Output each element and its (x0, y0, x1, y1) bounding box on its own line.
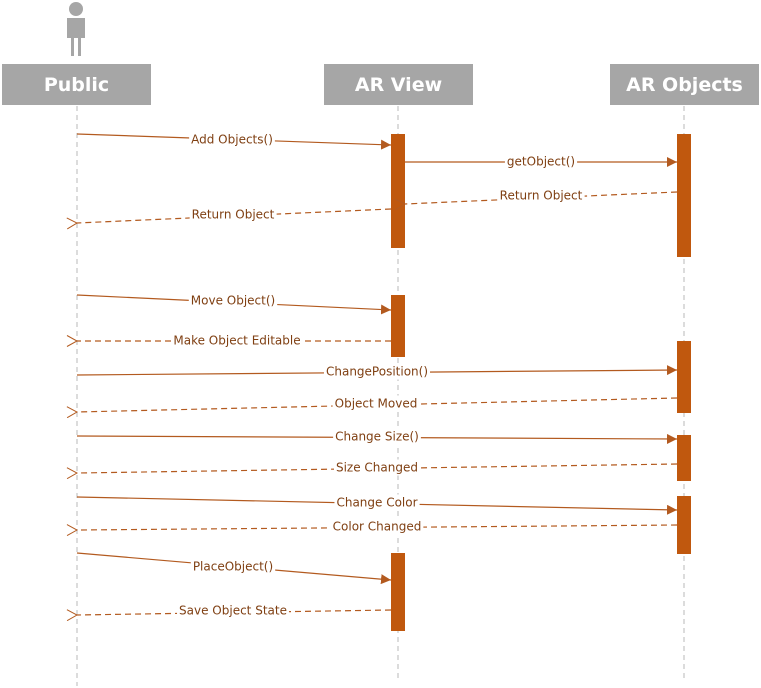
message-label: Make Object Editable (173, 334, 300, 348)
activation-ar-view (391, 295, 405, 357)
message-label: Return Object (192, 208, 275, 222)
participant-header-ar-objects: AR Objects (610, 64, 759, 105)
message-label: Save Object State (179, 604, 287, 618)
participant-label-public: Public (44, 74, 109, 96)
messages: Add Objects()getObject()Return ObjectRet… (77, 131, 678, 619)
activation-ar-objects (677, 134, 691, 257)
message-label: Add Objects() (191, 133, 273, 147)
message-label-background (177, 602, 289, 619)
message-label-background (497, 187, 585, 204)
message-label-background (333, 459, 421, 476)
message-label-background (171, 332, 303, 349)
participant-label-ar-objects: AR Objects (626, 74, 743, 96)
message-label: Size Changed (336, 461, 418, 475)
message-label: Change Size() (335, 430, 419, 444)
message-label: PlaceObject() (193, 560, 273, 574)
message-label-background (188, 292, 278, 309)
activation-ar-objects (677, 435, 691, 481)
message-label: Object Moved (335, 397, 418, 411)
message-label: Return Object (500, 189, 583, 203)
return-message-arrow (77, 208, 392, 223)
message-label: Move Object() (191, 294, 275, 308)
message-label-background (323, 363, 431, 380)
participant-label-ar-view: AR View (355, 74, 442, 96)
message-label: getObject() (507, 155, 575, 169)
message-label: Color Changed (333, 520, 422, 534)
activation-ar-objects (677, 341, 691, 413)
message-label-background (189, 206, 277, 223)
activation-ar-objects (677, 496, 691, 554)
message-label: ChangePosition() (326, 365, 428, 379)
participant-header-ar-view: AR View (324, 64, 473, 105)
activation-ar-view (391, 134, 405, 248)
message-label-background (330, 518, 424, 535)
return-message-arrow (77, 610, 392, 615)
message-label-background (334, 494, 420, 511)
message-label-background (333, 428, 421, 445)
participant-header-public: Public (2, 64, 151, 105)
person-icon (67, 2, 85, 56)
message-label-background (190, 558, 276, 575)
message-label-background (189, 131, 275, 148)
message-label-background (504, 153, 578, 170)
message-label-background (332, 395, 420, 412)
message-label: Change Color (336, 496, 417, 510)
activation-ar-view (391, 553, 405, 631)
return-message-arrow (405, 191, 678, 204)
